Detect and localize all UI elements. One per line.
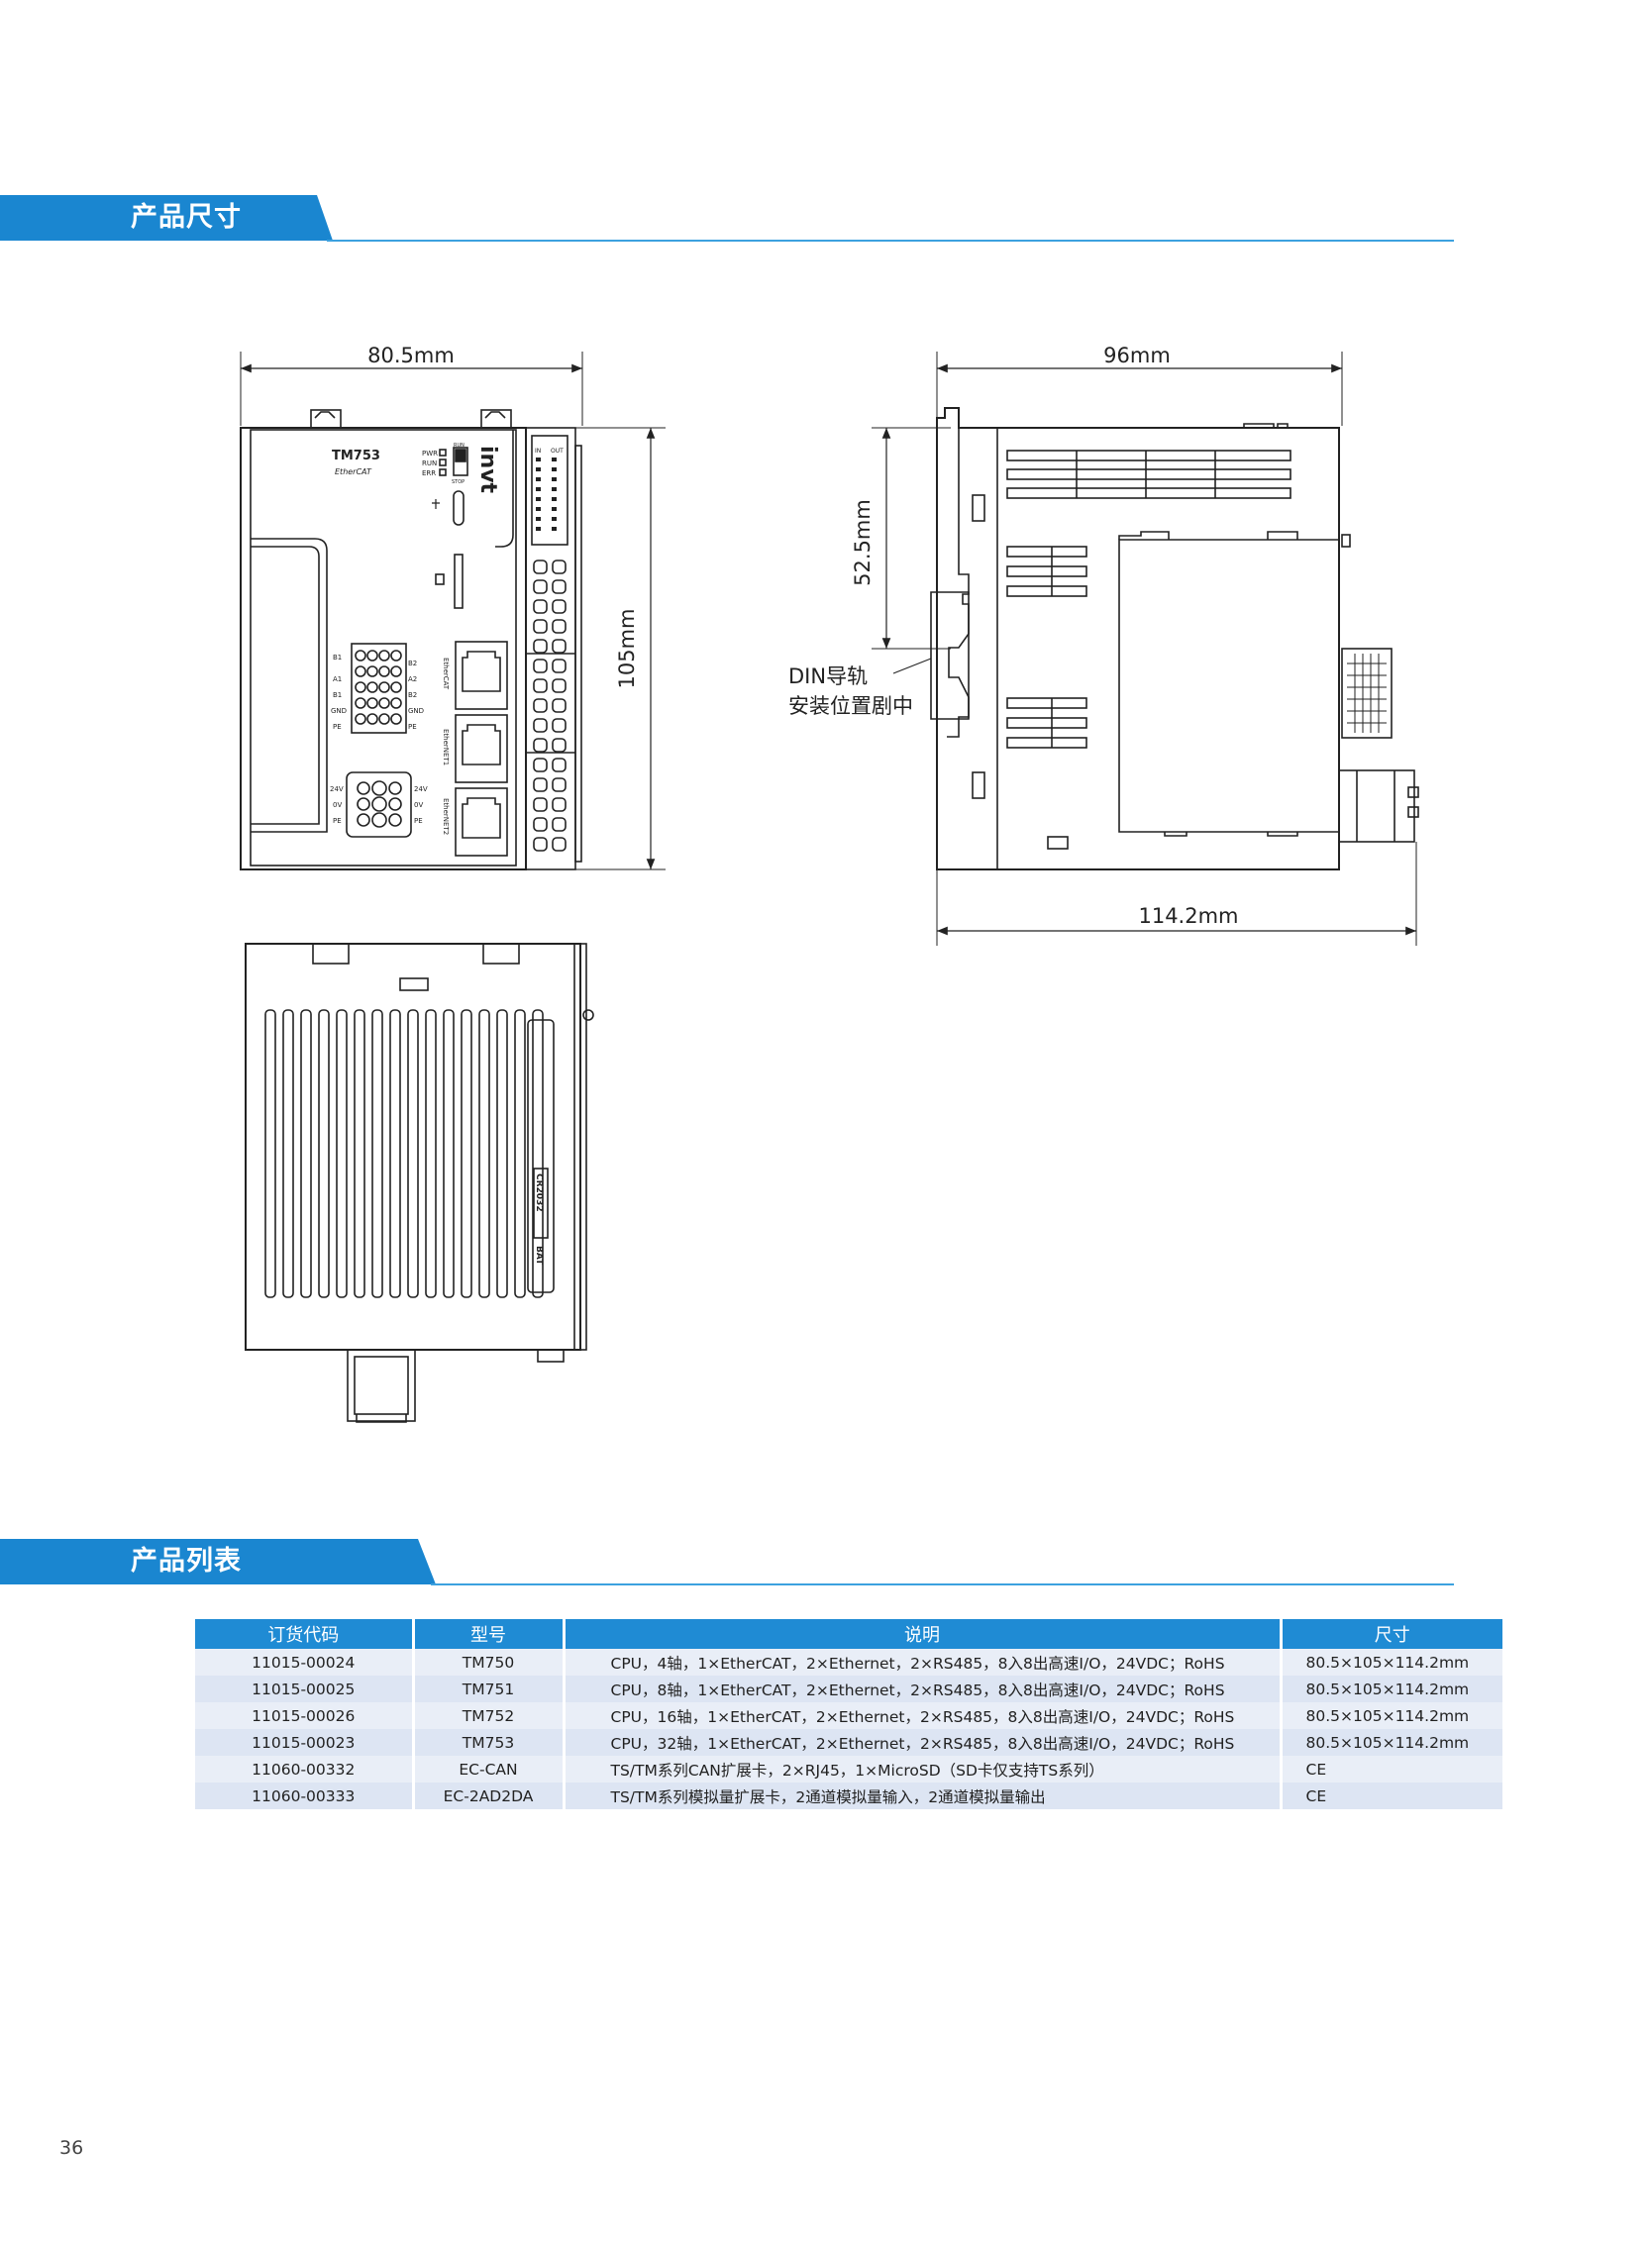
cell-order-code: 11060-00333 (195, 1783, 415, 1809)
din-note-line1: DIN导轨 (788, 664, 868, 688)
svg-text:PWR: PWR (422, 450, 438, 458)
top-vent-slots (264, 1009, 544, 1298)
table-row: 11060-00332 EC-CAN TS/TM系列CAN扩展卡，2×RJ45，… (195, 1756, 1502, 1783)
invt-logo: invt (475, 446, 500, 494)
front-width-label: 80.5mm (367, 344, 455, 367)
rs485-terminal: B1 A1 B1 GND PE B2 A2 B2 GND PE (331, 643, 424, 734)
svg-text:B1: B1 (333, 654, 342, 662)
svg-text:GND: GND (331, 707, 347, 715)
cell-description: TS/TM系列CAN扩展卡，2×RJ45，1×MicroSD（SD卡仅支持TS系… (564, 1756, 1283, 1783)
usb-port (432, 490, 465, 526)
status-leds: PWR RUN ERR (422, 449, 447, 477)
front-brand-label: EtherCAT (335, 467, 372, 476)
svg-text:PE: PE (414, 817, 423, 825)
svg-text:0V: 0V (333, 801, 342, 809)
front-height-label: 105mm (615, 609, 639, 689)
svg-text:24V: 24V (414, 785, 428, 793)
front-view: 80.5mm 105mm TM753 EtherCAT PWR RUN ERR (240, 344, 666, 870)
svg-text:STOP: STOP (452, 479, 465, 485)
din-note-line2: 安装位置剧中 (788, 694, 913, 718)
cell-size: CE (1281, 1783, 1502, 1809)
cell-model: EC-CAN (413, 1756, 566, 1783)
cell-model: EC-2AD2DA (413, 1783, 566, 1809)
svg-text:B2: B2 (408, 660, 417, 667)
section-header-list (0, 1539, 446, 1584)
svg-text:RUN: RUN (422, 459, 437, 467)
table-row: 11015-00026 TM752 CPU，16轴，1×EtherCAT，2×E… (195, 1702, 1502, 1729)
side-io-plug (1338, 648, 1419, 843)
product-table: 订货代码 型号 说明 尺寸 11015-00024 TM750 CPU，4轴，1… (195, 1619, 1502, 1809)
section-band-shape (0, 1539, 436, 1584)
cell-description: CPU，16轴，1×EtherCAT，2×Ethernet，2×RS485，8入… (564, 1702, 1283, 1729)
svg-text:IN: IN (535, 448, 541, 455)
section-rule-dimensions (327, 240, 1454, 242)
cell-size: 80.5×105×114.2mm (1281, 1676, 1502, 1702)
cell-description: TS/TM系列模拟量扩展卡，2通道模拟量输入，2通道模拟量输出 (564, 1783, 1283, 1809)
header-order-code: 订货代码 (195, 1619, 415, 1649)
svg-text:A1: A1 (333, 675, 342, 683)
ethernet-ports: EtherCAT EtherNET1 EtherNET2 (442, 641, 508, 857)
svg-text:CR2032: CR2032 (534, 1173, 544, 1212)
svg-text:BAT: BAT (534, 1246, 544, 1266)
front-model-label: TM753 (332, 449, 380, 463)
svg-text:EtherCAT: EtherCAT (442, 658, 450, 690)
svg-text:B2: B2 (408, 691, 417, 699)
table-row: 11015-00024 TM750 CPU，4轴，1×EtherCAT，2×Et… (195, 1649, 1502, 1676)
cell-model: TM753 (413, 1729, 566, 1756)
svg-text:ERR: ERR (422, 469, 436, 477)
svg-text:GND: GND (408, 707, 424, 715)
header-model: 型号 (413, 1619, 566, 1649)
svg-text:RUN: RUN (454, 443, 465, 449)
svg-text:0V: 0V (414, 801, 423, 809)
run-stop-switch: RUN STOP (452, 443, 468, 485)
section-rule-list (431, 1583, 1454, 1585)
cell-description: CPU，8轴，1×EtherCAT，2×Ethernet，2×RS485，8入8… (564, 1676, 1283, 1702)
svg-text:EtherNET1: EtherNET1 (442, 729, 450, 765)
page-number: 36 (59, 2137, 84, 2159)
section-title-dimensions: 产品尺寸 (131, 202, 242, 233)
io-terminal-column: IN OUT (525, 427, 582, 870)
cell-order-code: 11015-00025 (195, 1676, 415, 1702)
header-description: 说明 (564, 1619, 1283, 1649)
table-row: 11015-00025 TM751 CPU，8轴，1×EtherCAT，2×Et… (195, 1676, 1502, 1702)
section-header-dimensions (0, 195, 337, 241)
svg-text:OUT: OUT (551, 448, 564, 455)
cell-order-code: 11015-00023 (195, 1729, 415, 1756)
side-width-label: 96mm (1103, 344, 1171, 367)
cell-description: CPU，4轴，1×EtherCAT，2×Ethernet，2×RS485，8入8… (564, 1649, 1283, 1676)
side-vent-slots (1006, 450, 1291, 749)
cell-order-code: 11015-00024 (195, 1649, 415, 1676)
rail-offset-label: 52.5mm (851, 499, 875, 586)
cell-size: 80.5×105×114.2mm (1281, 1649, 1502, 1676)
table-row: 11015-00023 TM753 CPU，32轴，1×EtherCAT，2×E… (195, 1729, 1502, 1756)
svg-text:PE: PE (333, 817, 342, 825)
battery-holder: CR2032 BAT (527, 1019, 555, 1293)
svg-text:B1: B1 (333, 691, 342, 699)
svg-text:EtherNET2: EtherNET2 (442, 798, 450, 835)
svg-text:PE: PE (408, 723, 417, 731)
sd-card-slot (435, 554, 464, 609)
cell-size: 80.5×105×114.2mm (1281, 1729, 1502, 1756)
cell-model: TM751 (413, 1676, 566, 1702)
power-terminal: 24V 0V PE 24V 0V PE (330, 771, 428, 838)
svg-text:A2: A2 (408, 675, 417, 683)
top-view: CR2032 BAT (245, 943, 594, 1423)
table-header-row: 订货代码 型号 说明 尺寸 (195, 1619, 1502, 1649)
side-view: 96mm 114.2mm 52.5mm DIN导轨 安装位置剧中 (788, 344, 1419, 946)
dimension-drawings: 80.5mm 105mm TM753 EtherCAT PWR RUN ERR (240, 344, 1419, 1423)
cell-model: TM750 (413, 1649, 566, 1676)
side-depth-label: 114.2mm (1138, 904, 1238, 928)
table-row: 11060-00333 EC-2AD2DA TS/TM系列模拟量扩展卡，2通道模… (195, 1783, 1502, 1809)
cell-order-code: 11060-00332 (195, 1756, 415, 1783)
cell-size: 80.5×105×114.2mm (1281, 1702, 1502, 1729)
cell-order-code: 11015-00026 (195, 1702, 415, 1729)
section-band-shape (0, 195, 333, 241)
svg-text:24V: 24V (330, 785, 344, 793)
cell-description: CPU，32轴，1×EtherCAT，2×Ethernet，2×RS485，8入… (564, 1729, 1283, 1756)
section-title-list: 产品列表 (131, 1546, 242, 1577)
svg-text:PE: PE (333, 723, 342, 731)
cell-model: TM752 (413, 1702, 566, 1729)
header-size: 尺寸 (1281, 1619, 1502, 1649)
cell-size: CE (1281, 1756, 1502, 1783)
